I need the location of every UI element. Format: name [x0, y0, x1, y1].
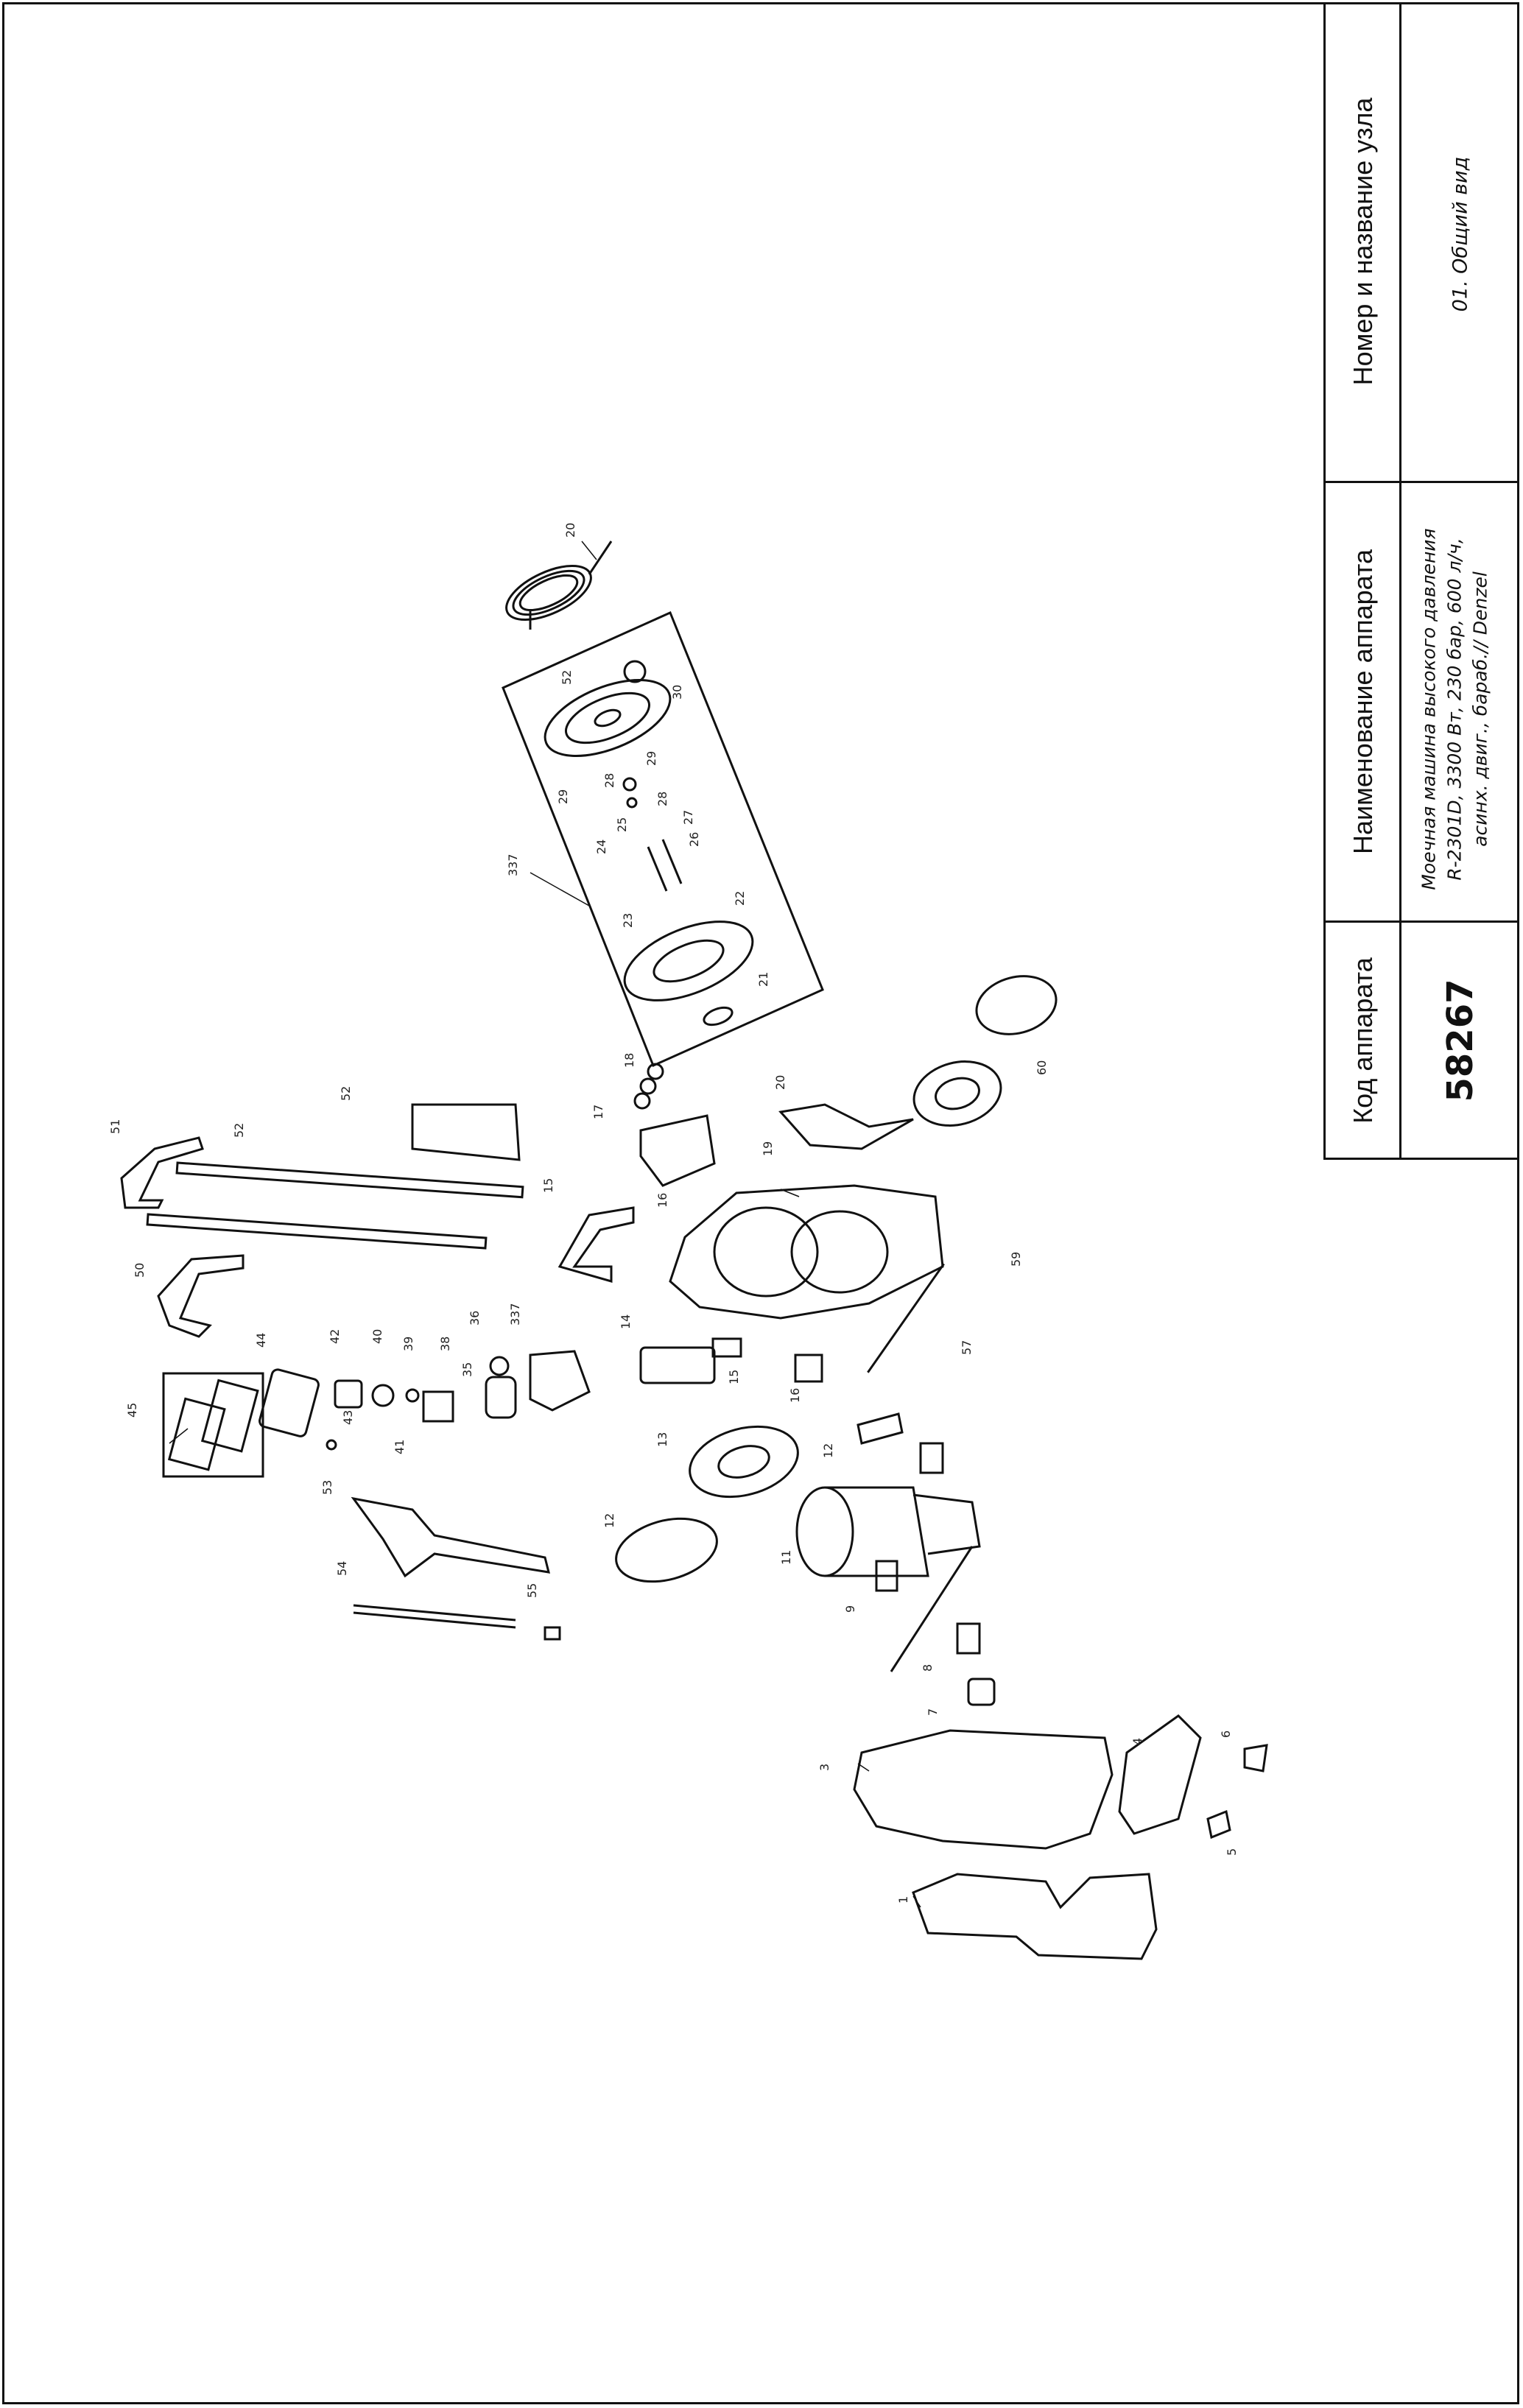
callout-label: 59: [1009, 1252, 1023, 1267]
callout-label: 30: [670, 685, 684, 700]
callout-label: 42: [328, 1329, 342, 1344]
callout-label: 8: [921, 1664, 935, 1672]
callout-label: 11: [779, 1550, 793, 1565]
callout-label: 9: [843, 1605, 857, 1613]
callout-label: 21: [756, 972, 770, 987]
callout-label: 1: [896, 1896, 910, 1904]
callout-label: 20: [563, 523, 577, 538]
callout-label: 24: [594, 839, 608, 854]
callout-label: 44: [254, 1333, 268, 1348]
device-code-value: 58267: [1440, 979, 1481, 1102]
callout-label: 38: [438, 1337, 452, 1351]
callout-label: 54: [335, 1561, 349, 1576]
callout-label: 16: [655, 1193, 669, 1208]
device-name-line2: R-2301D, 3300 Вт, 230 бар, 600 л/ч,: [1443, 538, 1466, 881]
callout-label: 337: [506, 853, 520, 876]
part-main-frame: [669, 1184, 944, 1320]
part-top-cover: [912, 1873, 1158, 1960]
part-reel-disc: [544, 678, 672, 758]
device-code-header: Код аппарата: [1348, 957, 1378, 1124]
callout-label: 45: [125, 1403, 139, 1418]
part-lower-housing: [853, 1729, 1114, 1850]
callout-label: 20: [773, 1075, 787, 1090]
callout-label: 50: [133, 1263, 147, 1278]
callout-label: 60: [1035, 1060, 1049, 1075]
callout-label: 18: [622, 1053, 636, 1068]
callout-label: 57: [960, 1340, 974, 1355]
callout-label: 19: [761, 1141, 775, 1156]
callout-label: 52: [232, 1123, 246, 1138]
exploded-view-svg: 20 52 30 29 28 29 28 27 25 26 24 337 23 …: [108, 523, 1268, 1960]
callout-labels: 20 52 30 29 28 29 28 27 25 26 24 337 23 …: [108, 523, 1239, 1904]
part-reel-disc-2: [623, 920, 754, 1001]
part-handle-bar: [120, 1136, 204, 1209]
callout-label: 22: [733, 891, 747, 906]
callout-label: 23: [621, 913, 635, 928]
part-motor: [795, 1486, 981, 1577]
callout-label: 55: [525, 1583, 539, 1598]
callout-label: 52: [339, 1086, 353, 1101]
callout-label: 15: [727, 1370, 741, 1384]
callout-label: 12: [821, 1443, 835, 1458]
title-block: Номер и название узла 01. Общий вид Наим…: [1323, 2, 1519, 1160]
exploded-view-drawing: 20 52 30 29 28 29 28 27 25 26 24 337 23 …: [108, 523, 1268, 1960]
device-name-header: Наименование аппарата: [1348, 549, 1378, 854]
callout-label: 28: [655, 792, 669, 806]
callout-label: 26: [687, 832, 701, 847]
callout-label: 41: [393, 1440, 407, 1454]
callout-label: 28: [602, 773, 616, 788]
callout-label: 39: [401, 1337, 415, 1351]
callout-label: 36: [468, 1311, 482, 1326]
callout-label: 3: [817, 1764, 831, 1771]
device-name-line3: асинх. двиг., бараб.// Denzel: [1469, 571, 1491, 847]
box-panel-set: [162, 1372, 264, 1478]
callout-label: 53: [320, 1480, 334, 1495]
callout-label: 14: [619, 1314, 633, 1329]
callout-label: 17: [591, 1105, 605, 1119]
callout-label: 29: [644, 751, 658, 766]
callout-label: 27: [681, 810, 695, 825]
callout-label: 12: [602, 1513, 616, 1528]
callout-label: 337: [508, 1303, 522, 1326]
callout-label: 29: [556, 789, 570, 804]
callout-label: 16: [788, 1388, 802, 1403]
part-spray-gun: [351, 1496, 551, 1578]
callout-label: 4: [1130, 1738, 1144, 1745]
callout-label: 35: [460, 1362, 474, 1377]
callout-label: 25: [615, 817, 629, 832]
callout-label: 6: [1219, 1731, 1233, 1738]
callout-label: 51: [108, 1119, 122, 1134]
callout-label: 40: [370, 1329, 384, 1344]
callout-label: 5: [1225, 1848, 1239, 1856]
leader-lines: [169, 541, 921, 1908]
box-reel-assembly: [502, 610, 824, 1068]
callout-label: 43: [341, 1410, 355, 1425]
callout-label: 15: [541, 1178, 555, 1193]
callout-label: 13: [655, 1432, 669, 1447]
callout-label: 7: [926, 1708, 940, 1716]
node-value: 01. Общий вид: [1449, 156, 1472, 312]
node-header: Номер и название узла: [1348, 97, 1378, 386]
part-hose-reel-hose: [505, 541, 613, 630]
callout-label: 52: [560, 670, 574, 685]
device-name-line1: Моечная машина высокого давления: [1418, 528, 1440, 890]
